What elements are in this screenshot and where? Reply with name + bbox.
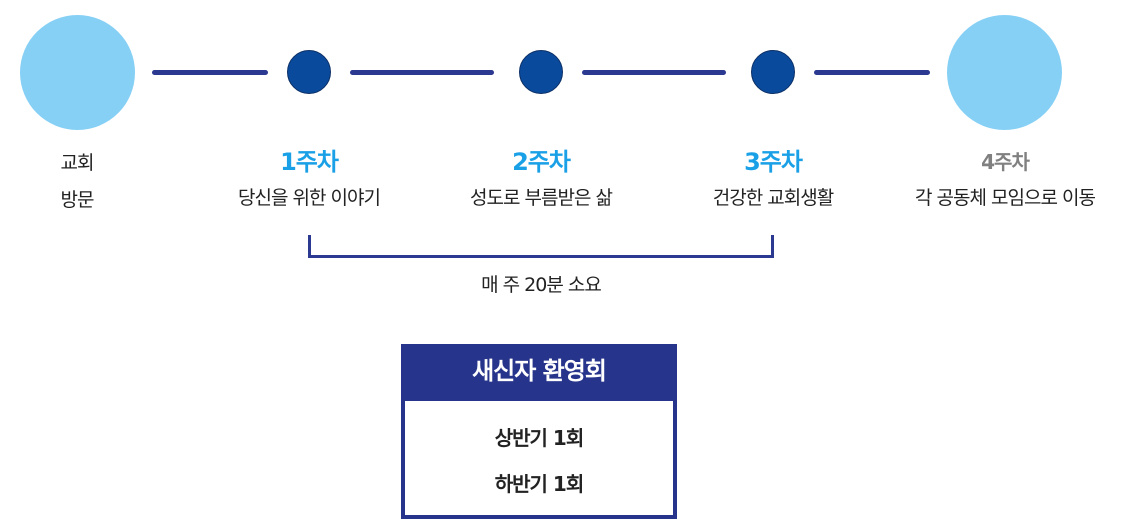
step-label-week1: 1주차 당신을 위한 이야기: [189, 142, 429, 210]
welcome-item: 상반기 1회: [494, 426, 584, 450]
step-circle-week4: [947, 15, 1062, 130]
week-title: 1주차: [280, 148, 339, 176]
connector-line: [152, 70, 268, 75]
week-title: 3주차: [744, 148, 803, 176]
step-circle-week1: [287, 50, 331, 94]
visit-line1: 교회: [60, 152, 95, 174]
step-circle-week2: [519, 50, 563, 94]
connector-line: [350, 70, 494, 75]
step-circle-week3: [751, 50, 795, 94]
welcome-title: 새신자 환영회: [401, 344, 677, 401]
step-circle-visit: [20, 15, 135, 130]
week-desc: 성도로 부름받은 삶: [470, 187, 613, 209]
welcome-box: 새신자 환영회 상반기 1회 하반기 1회: [401, 344, 677, 519]
step-label-week3: 3주차 건강한 교회생활: [653, 142, 893, 210]
welcome-item: 하반기 1회: [494, 472, 584, 496]
step-label-week4: 4주차 각 공동체 모임으로 이동: [865, 146, 1134, 210]
week-desc: 건강한 교회생활: [712, 187, 834, 209]
step-label-visit: 교회 방문: [0, 148, 197, 212]
visit-line2: 방문: [60, 189, 95, 211]
week-title: 2주차: [512, 148, 571, 176]
step-label-week2: 2주차 성도로 부름받은 삶: [421, 142, 661, 210]
bracket-label: 매 주 20분 소요: [481, 274, 602, 296]
weeks-bracket: [308, 235, 774, 258]
week-title: 4주차: [981, 150, 1030, 174]
week-desc: 각 공동체 모임으로 이동: [915, 187, 1096, 209]
week-desc: 당신을 위한 이야기: [238, 187, 381, 209]
connector-line: [814, 70, 930, 75]
connector-line: [582, 70, 726, 75]
